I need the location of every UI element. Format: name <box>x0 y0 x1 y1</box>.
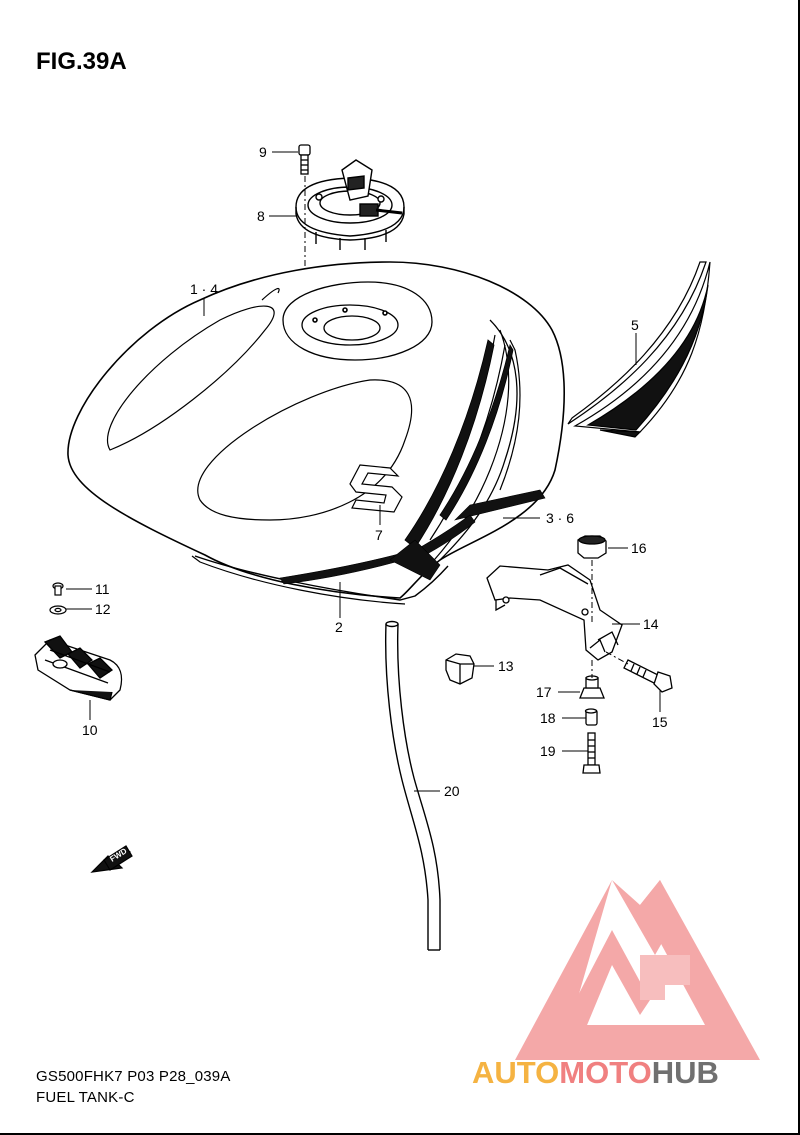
watermark-triangle-icon <box>515 880 760 1060</box>
callout-16: 16 <box>631 540 647 556</box>
callout-8: 8 <box>257 208 265 224</box>
collar-part-18 <box>584 708 598 726</box>
fuel-tank-part-1-4 <box>67 261 565 605</box>
cap-part-13 <box>445 653 475 685</box>
bracket-part-14 <box>486 564 623 661</box>
screw-part-11 <box>52 582 64 596</box>
watermark-moto: MOTO <box>559 1055 651 1090</box>
bolt-part-15 <box>623 659 673 693</box>
callout-7: 7 <box>375 527 383 543</box>
watermark-auto: AUTO <box>472 1055 559 1090</box>
watermark-hub: HUB <box>652 1055 719 1090</box>
figure-title: FIG.39A <box>36 48 127 75</box>
callout-17: 17 <box>536 684 552 700</box>
decal-part-5 <box>567 261 711 438</box>
cushion-part-16 <box>577 535 607 559</box>
figure-code: GS500FHK7 P03 P28_039A <box>36 1068 231 1085</box>
hose-part-20 <box>385 620 441 951</box>
callout-5: 5 <box>631 317 639 333</box>
callout-12: 12 <box>95 601 111 617</box>
figure-name: FUEL TANK-C <box>36 1089 135 1106</box>
callout-18: 18 <box>540 710 556 726</box>
washer-part-12 <box>49 605 67 615</box>
callout-2: 2 <box>335 619 343 635</box>
callout-10: 10 <box>82 722 98 738</box>
grommet-part-17 <box>579 675 605 699</box>
watermark-m-icon <box>560 880 675 1030</box>
callout-19: 19 <box>540 743 556 759</box>
leader-lines <box>66 151 661 792</box>
callout-1-4: 1 · 4 <box>190 281 218 297</box>
callout-11: 11 <box>95 581 110 597</box>
callout-14: 14 <box>643 616 659 632</box>
callout-9: 9 <box>259 144 267 160</box>
screw-part-9 <box>298 144 311 175</box>
callout-15: 15 <box>652 714 668 730</box>
bolt-part-19 <box>582 732 601 774</box>
callout-3-6: 3 · 6 <box>546 510 574 526</box>
heat-guard-part-10 <box>34 635 123 701</box>
fwd-arrow-icon: FWD <box>90 845 133 873</box>
callout-13: 13 <box>498 658 514 674</box>
watermark-logo <box>515 880 760 1060</box>
fuel-cap-part-8 <box>295 159 405 250</box>
callout-20: 20 <box>444 783 460 799</box>
watermark-text: AUTOMOTOHUB <box>472 1055 719 1090</box>
